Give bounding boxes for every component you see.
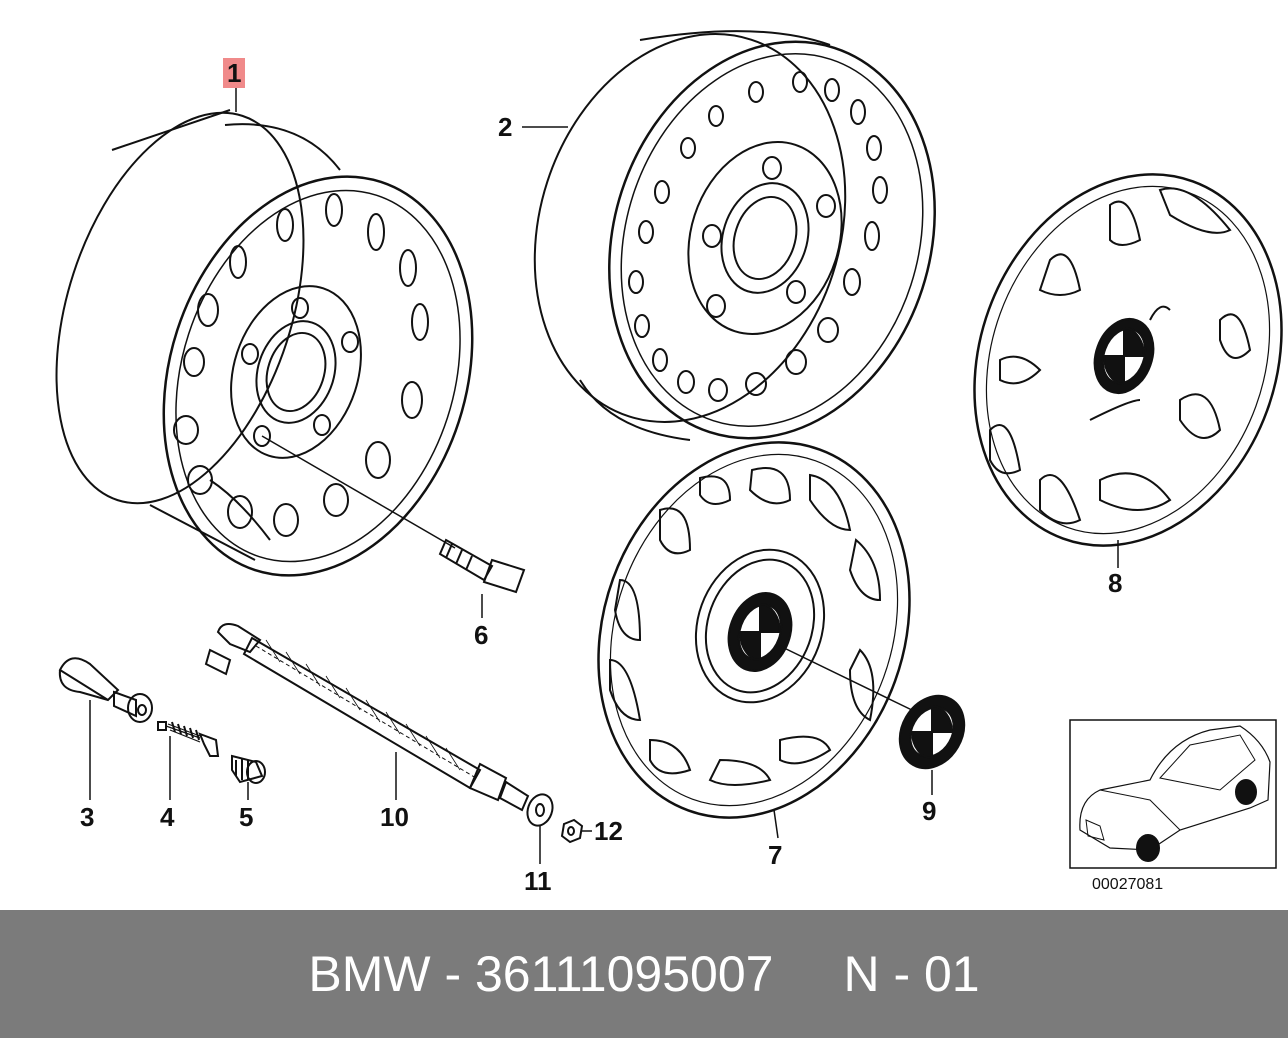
callout-3: 3 [80,802,95,832]
footer-part-label: BMW - 36111095007 [308,946,774,1002]
steel-wheel-2 [533,30,936,441]
callout-7: 7 [768,840,783,870]
vehicle-locator-thumbnail [1069,719,1277,869]
callout-11: 11 [524,866,552,896]
parts-diagram [55,30,1283,869]
footer-bar: BMW - 36111095007 N - 01 [0,910,1288,1038]
valve-extension-10 [204,623,530,812]
callout-10: 10 [380,802,409,832]
callout-4: 4 [160,802,175,832]
callout-5: 5 [239,802,254,832]
hub-cap-7 [597,441,911,839]
footer-page-label: N - 01 [843,946,980,1002]
valve-3 [58,657,153,800]
callout-1: 1 [223,58,246,88]
callout-8: 8 [1108,568,1123,598]
diagram-reference-number: 00027081 [1092,876,1164,893]
nut-12 [560,818,592,844]
steel-wheel-1 [55,109,474,577]
valve-core-4 [157,721,220,800]
callout-9: 9 [922,796,937,826]
callout-12: 12 [594,816,623,846]
emblem-9 [779,645,966,795]
callout-2: 2 [498,112,513,142]
washer-11 [526,793,554,864]
valve-cap-5 [231,754,266,800]
wheel-bolt-6 [261,435,526,618]
callout-6: 6 [474,620,489,650]
hub-cap-8 [973,173,1283,568]
